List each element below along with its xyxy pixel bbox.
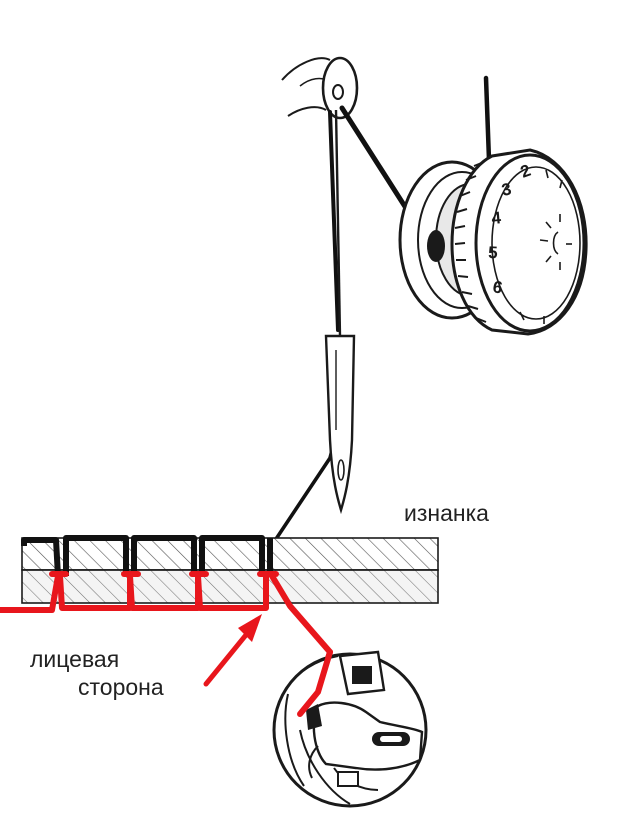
lower-thread-into-bobbin xyxy=(297,649,333,717)
arrow-icon xyxy=(203,614,262,687)
dial-number: 3 xyxy=(500,179,513,200)
needle-icon xyxy=(324,109,356,515)
right-side-label-line2: сторона xyxy=(78,674,164,700)
thread-tension-dial-icon: 2 3 4 5 6 xyxy=(398,148,588,336)
dial-number: 4 xyxy=(491,208,503,228)
dial-number: 5 xyxy=(488,243,498,262)
bobbin-case-icon xyxy=(272,650,428,808)
wrong-side-label: изнанка xyxy=(404,500,489,526)
dial-number: 6 xyxy=(491,277,504,297)
fabric-layers-icon xyxy=(21,537,439,604)
right-side-label-line1: лицевая xyxy=(30,646,120,672)
thread-guide-icon xyxy=(281,56,359,120)
upper-thread-stitches xyxy=(21,535,273,577)
